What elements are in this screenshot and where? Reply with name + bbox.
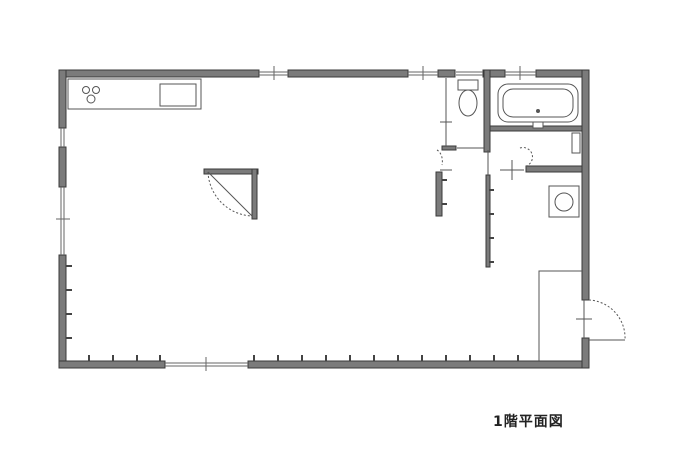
kitchen-sink xyxy=(159,83,197,107)
door-swings xyxy=(207,147,626,341)
stove xyxy=(82,86,100,104)
bathtub xyxy=(497,83,581,154)
exterior-walls xyxy=(58,69,590,369)
windows xyxy=(56,66,536,371)
kitchen-counter xyxy=(67,78,202,110)
toilet xyxy=(457,79,479,117)
wall-ticks xyxy=(66,179,519,361)
plan-caption: 1階平面図 xyxy=(493,414,564,430)
entry-area xyxy=(538,270,582,361)
washing-machine xyxy=(548,185,580,218)
